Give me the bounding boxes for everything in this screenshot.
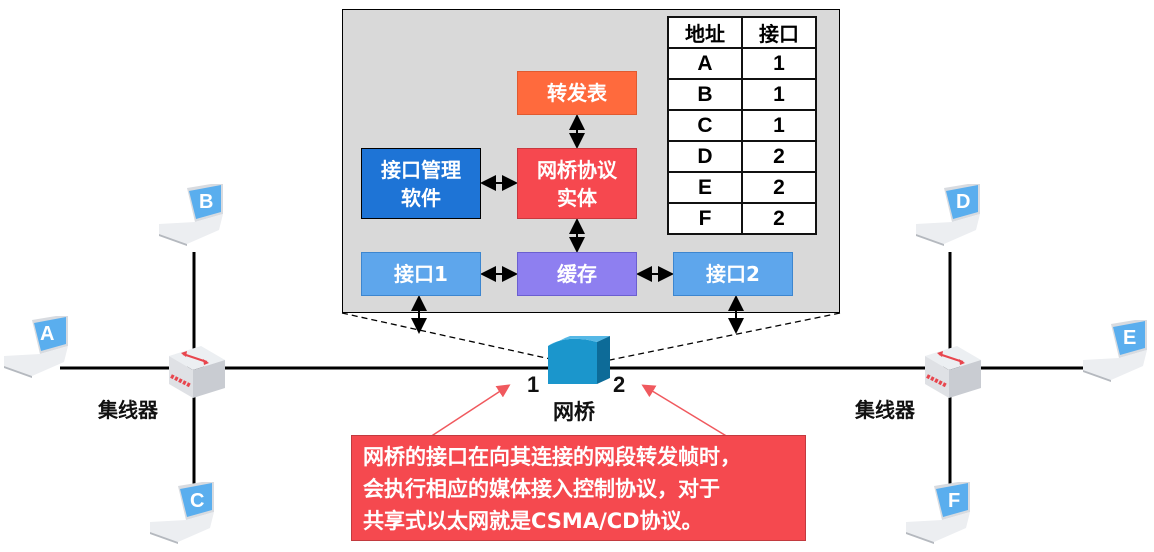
row-port: 1 xyxy=(741,109,817,142)
host-e-label: E xyxy=(1123,327,1137,349)
laptop-icon xyxy=(4,314,68,378)
note-line: 会执行相应的媒体接入控制协议，对于 xyxy=(363,477,720,501)
laptop-icon xyxy=(159,182,223,246)
laptop-icon xyxy=(1083,318,1147,382)
protocol-entity-line1: 网桥协议 xyxy=(537,157,617,182)
table-row: F 2 xyxy=(667,202,817,235)
interface2-box: 接口2 xyxy=(673,252,793,296)
host-f: F xyxy=(904,480,974,544)
forwarding-table-box-label: 转发表 xyxy=(547,81,607,105)
forwarding-table-box: 转发表 xyxy=(517,71,637,115)
laptop-icon xyxy=(150,480,214,544)
hub-right-label: 集线器 xyxy=(855,398,915,422)
row-port: 1 xyxy=(741,47,817,80)
bridge-icon xyxy=(548,336,610,384)
row-port: 2 xyxy=(741,140,817,173)
table-row: E 2 xyxy=(667,171,817,204)
host-b-label: B xyxy=(199,191,214,213)
mac-protocol-note: 网桥的接口在向其连接的网段转发帧时， 会执行相应的媒体接入控制协议，对于 共享式… xyxy=(351,435,806,541)
forwarding-table-header: 地址 接口 xyxy=(667,16,817,49)
host-f-label: F xyxy=(948,490,961,512)
row-port: 2 xyxy=(741,171,817,204)
table-row: D 2 xyxy=(667,140,817,173)
table-row: A 1 xyxy=(667,47,817,80)
interface-management-box: 接口管理 软件 xyxy=(361,148,481,219)
zoom-line-left xyxy=(341,312,556,361)
interface-mgmt-line2: 软件 xyxy=(401,185,441,210)
row-address: A xyxy=(667,47,743,80)
interface1-label: 接口1 xyxy=(394,262,448,286)
bridge-port2-label: 2 xyxy=(613,372,626,397)
interface-mgmt-line1: 接口管理 xyxy=(381,157,461,182)
zoom-line-right xyxy=(609,312,841,361)
interface2-label: 接口2 xyxy=(706,262,760,286)
buffer-box: 缓存 xyxy=(517,252,637,296)
protocol-entity-line2: 实体 xyxy=(557,185,597,210)
row-address: D xyxy=(667,140,743,173)
note-line: 网桥的接口在向其连接的网段转发帧时， xyxy=(363,445,741,469)
host-a: A xyxy=(2,314,72,378)
header-address: 地址 xyxy=(667,16,743,49)
table-row: B 1 xyxy=(667,78,817,111)
buffer-label: 缓存 xyxy=(557,262,597,286)
row-port: 1 xyxy=(741,78,817,111)
host-e: E xyxy=(1081,318,1151,382)
bridge-port1-label: 1 xyxy=(527,372,540,397)
table-row: C 1 xyxy=(667,109,817,142)
hub-left-icon xyxy=(169,346,225,398)
row-address: F xyxy=(667,202,743,235)
bridge-label: 网桥 xyxy=(553,400,595,424)
host-d-label: D xyxy=(956,191,971,213)
note-arrow-to-port1 xyxy=(429,384,511,438)
interface1-box: 接口1 xyxy=(361,252,481,296)
bridge-protocol-entity-box: 网桥协议 实体 xyxy=(517,148,637,219)
forwarding-table: 地址 接口 A 1 B 1 C 1 D 2 E 2 F 2 xyxy=(667,16,817,235)
host-a-label: A xyxy=(40,323,55,345)
host-d: D xyxy=(914,182,984,246)
note-arrow-to-port2 xyxy=(641,384,729,438)
hub-right-icon xyxy=(925,346,981,398)
laptop-icon xyxy=(906,480,970,544)
row-address: C xyxy=(667,109,743,142)
header-port: 接口 xyxy=(741,16,817,49)
note-line: 共享式以太网就是CSMA/CD协议。 xyxy=(363,509,703,533)
hub-left-label: 集线器 xyxy=(98,398,158,422)
row-address: E xyxy=(667,171,743,204)
laptop-icon xyxy=(916,182,980,246)
row-port: 2 xyxy=(741,202,817,235)
host-c-label: C xyxy=(190,490,205,512)
row-address: B xyxy=(667,78,743,111)
host-b: B xyxy=(157,182,227,246)
host-c: C xyxy=(148,480,218,544)
